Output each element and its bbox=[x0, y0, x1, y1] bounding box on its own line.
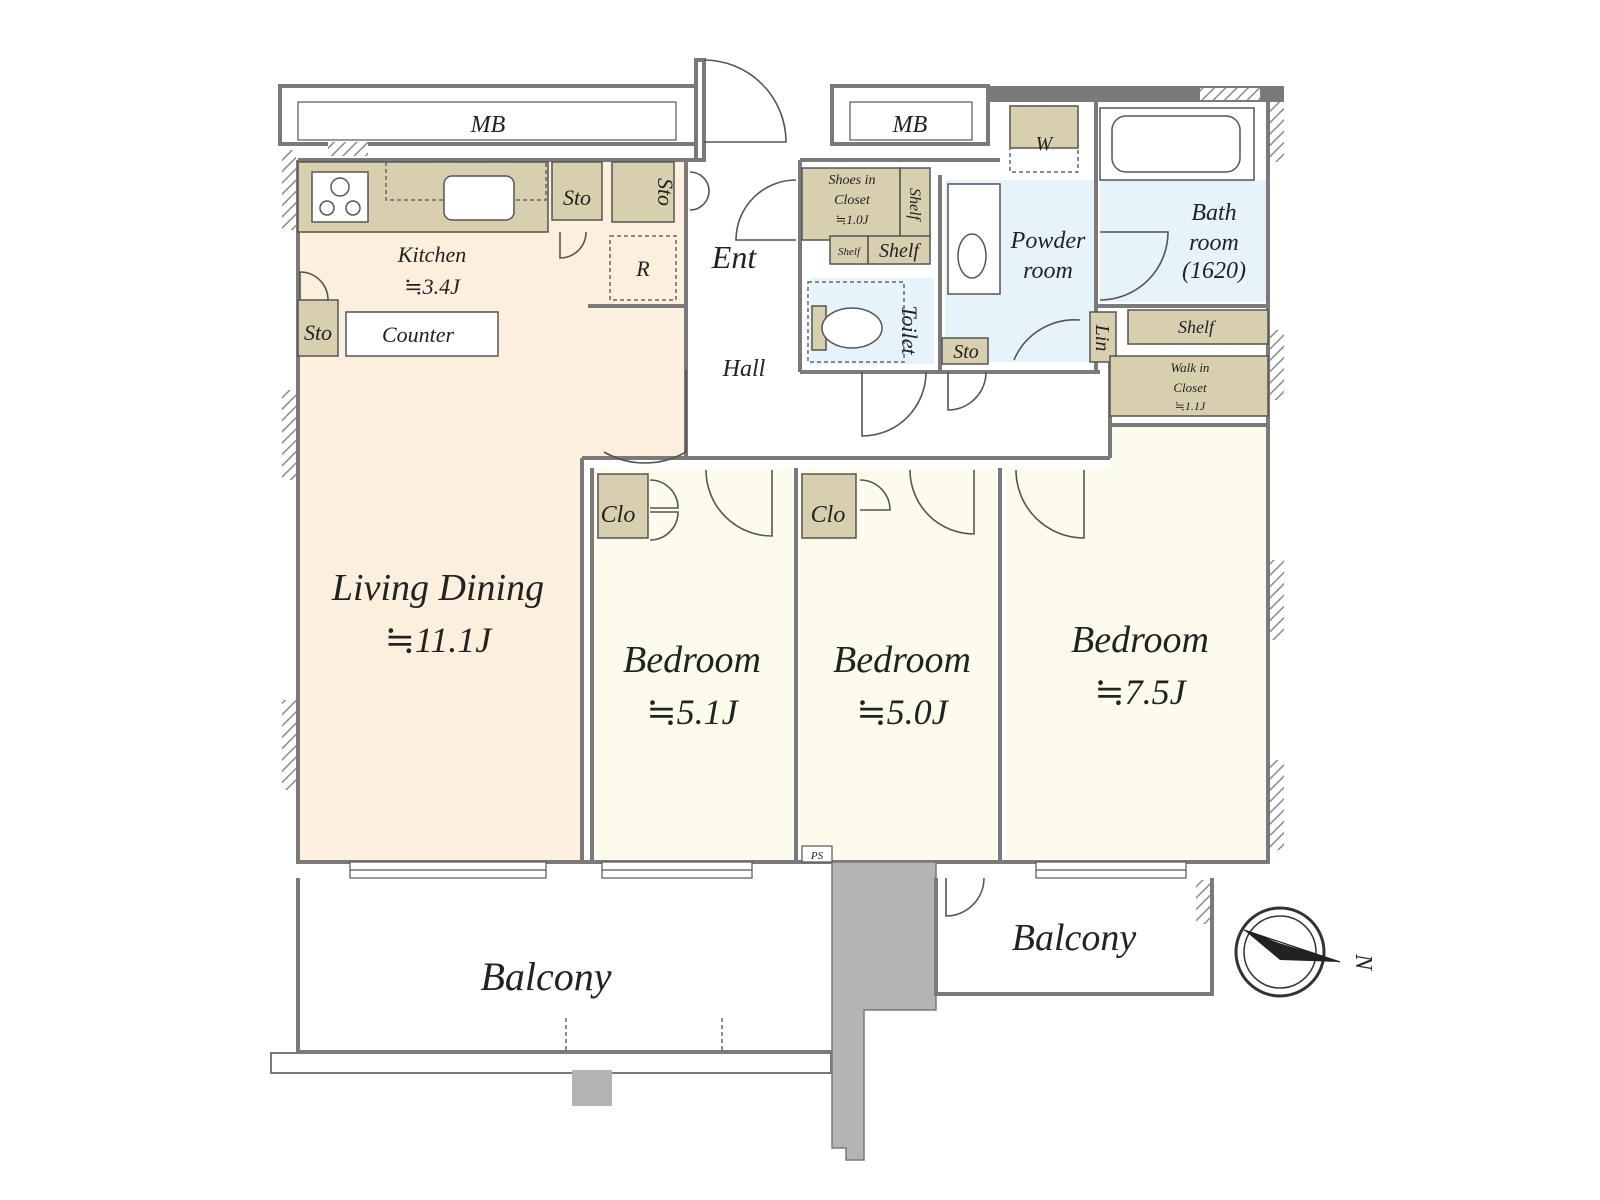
closet-2 bbox=[801, 473, 857, 539]
powder-room-label-1: Powder bbox=[1010, 228, 1086, 254]
walls bbox=[278, 84, 1284, 924]
toilet-icon bbox=[811, 305, 883, 351]
linen-label: Lin bbox=[1091, 324, 1113, 352]
shoes-closet-label-1: Shoes in bbox=[828, 173, 875, 188]
kitchen-sink-icon bbox=[443, 175, 515, 221]
wic-area: ≒1.1J bbox=[1175, 399, 1206, 413]
storage-kitchen-2 bbox=[611, 161, 675, 223]
labels: MB MB W Sto Sto Shoes in Closet ≒1.0J Sh… bbox=[304, 112, 1376, 999]
entrance-label: Ent bbox=[711, 239, 758, 275]
bathroom-area bbox=[1100, 180, 1266, 302]
bedroom-2-area: ≒5.0J bbox=[856, 692, 949, 732]
compass-icon bbox=[1234, 906, 1341, 998]
shelf-shoes-label: Shelf bbox=[879, 240, 921, 262]
shelf-small-label: Shelf bbox=[838, 246, 862, 258]
storage-hall bbox=[941, 337, 989, 365]
living-dining-name: Living Dining bbox=[331, 567, 544, 609]
toilet-label: Toilet bbox=[897, 305, 922, 355]
stove-icon bbox=[311, 171, 369, 223]
sto-counter-label: Sto bbox=[304, 320, 332, 345]
entrance-fixtures bbox=[694, 58, 989, 437]
shelf-wic-label: Shelf bbox=[1178, 317, 1217, 337]
mb-left-label: MB bbox=[470, 112, 506, 138]
washer-label: W bbox=[1036, 133, 1055, 155]
bedroom-fixtures bbox=[597, 469, 1085, 917]
balconies bbox=[270, 861, 1214, 1161]
shelf-wic bbox=[1127, 309, 1269, 345]
kitchen-fixtures bbox=[297, 161, 710, 464]
mb-right-label: MB bbox=[892, 112, 928, 138]
windows bbox=[349, 861, 1187, 879]
bedroom-3-area: ≒7.5J bbox=[1094, 672, 1187, 712]
bedroom-3-name: Bedroom bbox=[1071, 619, 1209, 661]
kitchen-name: Kitchen bbox=[397, 242, 466, 267]
closet-2-label: Clo bbox=[811, 502, 846, 528]
pipe-space-label: PS bbox=[810, 850, 824, 862]
balcony-main-label: Balcony bbox=[480, 954, 611, 999]
storage-kitchen-1 bbox=[551, 161, 603, 221]
counter-label: Counter bbox=[382, 322, 455, 347]
shelf-small bbox=[829, 235, 869, 265]
shoes-side-shelf bbox=[899, 167, 931, 241]
washbasin-icon bbox=[947, 183, 1001, 295]
closet-1-label: Clo bbox=[601, 502, 636, 528]
wic-label-2: Closet bbox=[1173, 380, 1207, 395]
shoes-closet-label-2: Closet bbox=[834, 193, 871, 208]
column-stub bbox=[572, 1070, 612, 1106]
bedroom-3-area bbox=[1006, 425, 1268, 862]
sto-kitchen-1-label: Sto bbox=[563, 185, 591, 210]
pipe-space bbox=[801, 845, 833, 863]
living-dining-area: ≒11.1J bbox=[385, 620, 493, 660]
fridge-label: R bbox=[635, 256, 650, 281]
linen-closet bbox=[1089, 311, 1117, 363]
walk-in-closet bbox=[1109, 355, 1269, 417]
bathtub-icon bbox=[1099, 107, 1255, 181]
hall-label: Hall bbox=[722, 356, 766, 382]
bedroom-2-name: Bedroom bbox=[833, 639, 971, 681]
washer-space bbox=[1009, 105, 1079, 149]
bedroom-1-area: ≒5.1J bbox=[646, 692, 739, 732]
shelf-shoes bbox=[867, 235, 931, 265]
balcony-small-label: Balcony bbox=[1012, 917, 1137, 959]
bathroom-label-1: Bath bbox=[1191, 200, 1236, 226]
kitchen-area: ≒3.4J bbox=[404, 274, 461, 299]
sto-kitchen-2-label: Sto bbox=[653, 178, 678, 206]
storage-counter bbox=[297, 299, 339, 357]
shoes-closet-area: ≒1.0J bbox=[836, 212, 870, 227]
sto-hall-label: Sto bbox=[953, 341, 979, 363]
wic-label-1: Walk in bbox=[1171, 360, 1210, 375]
powder-room-label-2: room bbox=[1023, 258, 1073, 284]
bedroom-1-name: Bedroom bbox=[623, 639, 761, 681]
shelf-shoes-side-label: Shelf bbox=[906, 188, 923, 223]
north-label: N bbox=[1350, 953, 1376, 972]
bathroom-size: (1620) bbox=[1182, 258, 1246, 284]
bathroom-label-2: room bbox=[1189, 230, 1239, 256]
structural-column bbox=[831, 861, 937, 1161]
closet-1 bbox=[597, 473, 649, 539]
wet-fixtures bbox=[947, 105, 1269, 417]
counter bbox=[345, 311, 499, 357]
